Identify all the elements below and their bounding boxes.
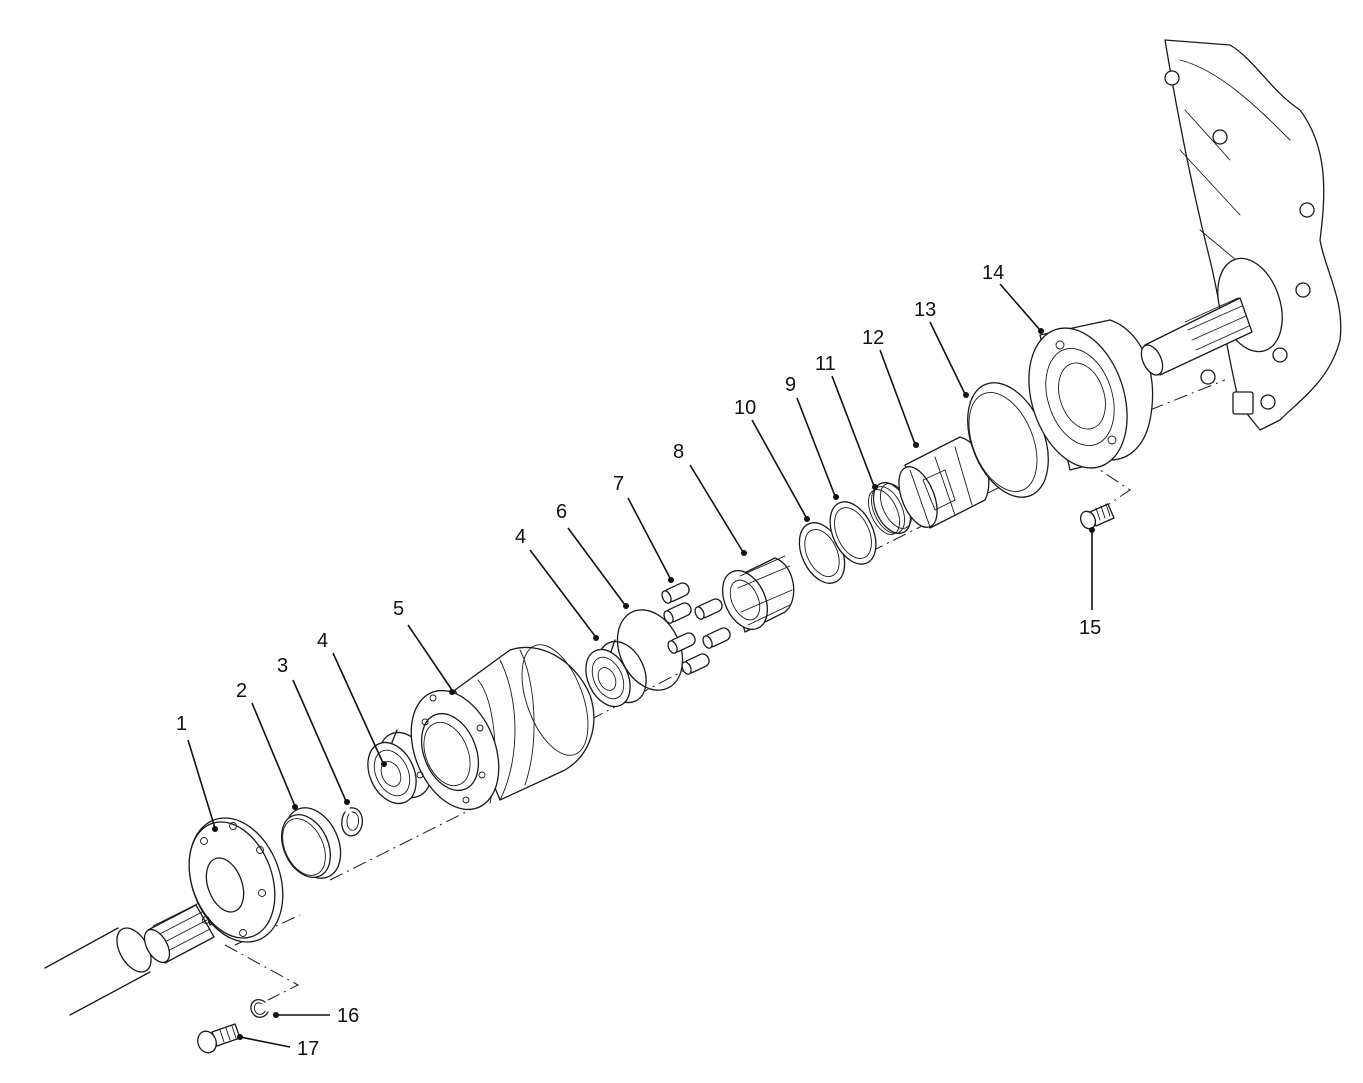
part-5-housing [410,644,595,811]
callout-14: 14 [982,262,1004,284]
callout-1: 1 [176,713,187,735]
callout-4-left: 4 [317,630,328,652]
part-1-flange-yoke [143,817,284,964]
leader-lines [187,283,1095,1048]
part-8-needle-bearing [721,555,795,633]
callout-10: 10 [734,397,756,419]
callout-17: 17 [297,1038,319,1060]
part-2-ring [281,807,342,879]
callout-2: 2 [236,680,247,702]
callout-9: 9 [785,374,796,396]
callout-15: 15 [1079,617,1101,639]
part-4-bearing-right [585,639,647,708]
part-16-clip [250,998,269,1018]
part-15-bolt [1079,503,1115,530]
gearcase [1140,39,1342,431]
callout-11: 11 [815,353,836,375]
part-12-slotted-cage [898,436,990,529]
callout-4-right: 4 [515,526,526,548]
callout-8: 8 [673,441,684,463]
center-axis [224,379,1226,1001]
drive-shaft [44,927,152,1016]
callout-16: 16 [337,1005,359,1027]
part-17-bolt [197,1023,241,1054]
callout-6: 6 [556,501,567,523]
part-7-rollers [661,582,731,675]
callout-5: 5 [393,598,404,620]
part-9-washer [829,501,877,565]
part-3-snap-ring [341,807,363,837]
callout-3: 3 [277,655,288,677]
part-14-cover [1028,319,1154,471]
callout-labels: 1 2 3 4 5 4 6 7 8 10 9 11 12 13 14 15 16… [176,262,1101,1060]
callout-12: 12 [862,327,884,349]
callout-13: 13 [914,299,936,321]
callout-7: 7 [613,473,624,495]
